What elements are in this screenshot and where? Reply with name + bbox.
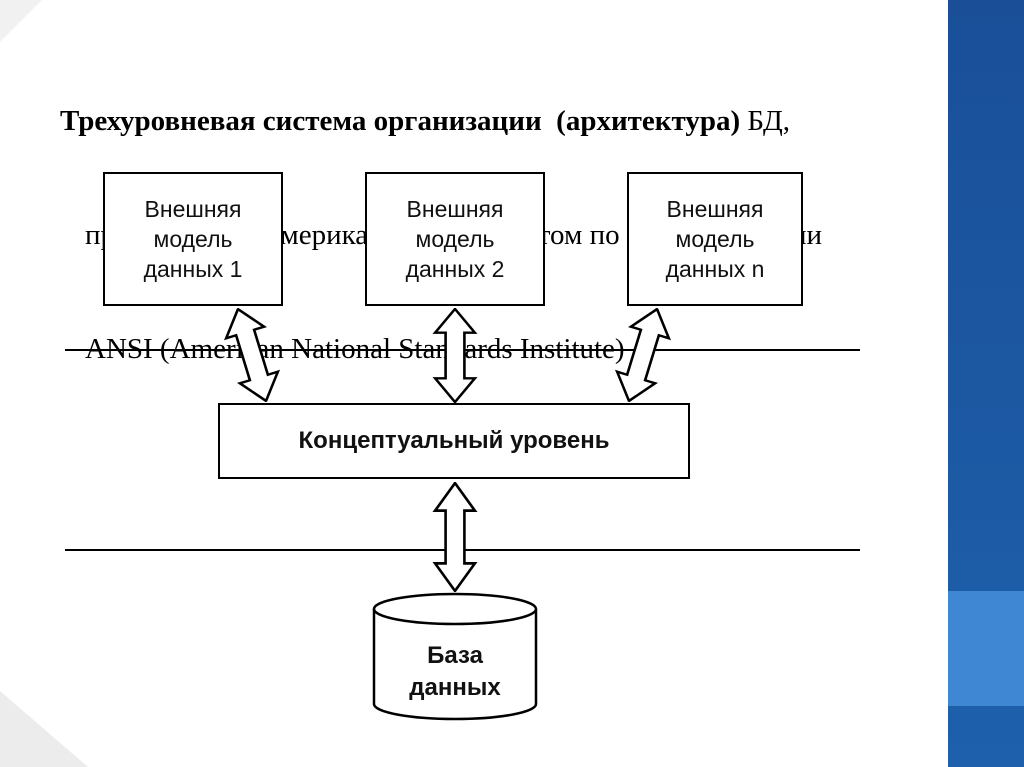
double-arrow-icon bbox=[614, 307, 672, 403]
database-cylinder-icon bbox=[372, 592, 538, 721]
double-arrow-icon bbox=[223, 307, 281, 403]
external-model-1-box: Внешняя модель данных 1 bbox=[103, 172, 283, 306]
external-model-2-label: Внешняя модель данных 2 bbox=[405, 196, 505, 282]
title-line-1-regular-text: БД, bbox=[740, 105, 790, 137]
database-cylinder: База данных bbox=[370, 592, 540, 723]
conceptual-level-label: Концептуальный уровень bbox=[298, 427, 610, 454]
title-line-1-bold-text: Трехуровневая система организации (архит… bbox=[60, 105, 741, 137]
double-arrow-icon bbox=[432, 482, 478, 592]
title-line-1: Трехуровневая система организации (архит… bbox=[60, 102, 940, 140]
external-model-2-box: Внешняя модель данных 2 bbox=[365, 172, 545, 306]
right-accent-bar bbox=[948, 0, 1024, 767]
right-accent-square bbox=[948, 591, 1024, 706]
external-model-1-label: Внешняя модель данных 1 bbox=[143, 196, 243, 282]
double-arrow-icon bbox=[432, 308, 478, 403]
database-label: База данных bbox=[409, 642, 501, 701]
top-left-corner-decoration bbox=[0, 0, 42, 42]
conceptual-level-box: Концептуальный уровень bbox=[218, 403, 690, 479]
bottom-left-corner-decoration bbox=[0, 691, 88, 767]
external-model-n-box: Внешняя модель данных n bbox=[627, 172, 803, 306]
external-model-n-label: Внешняя модель данных n bbox=[665, 196, 765, 282]
